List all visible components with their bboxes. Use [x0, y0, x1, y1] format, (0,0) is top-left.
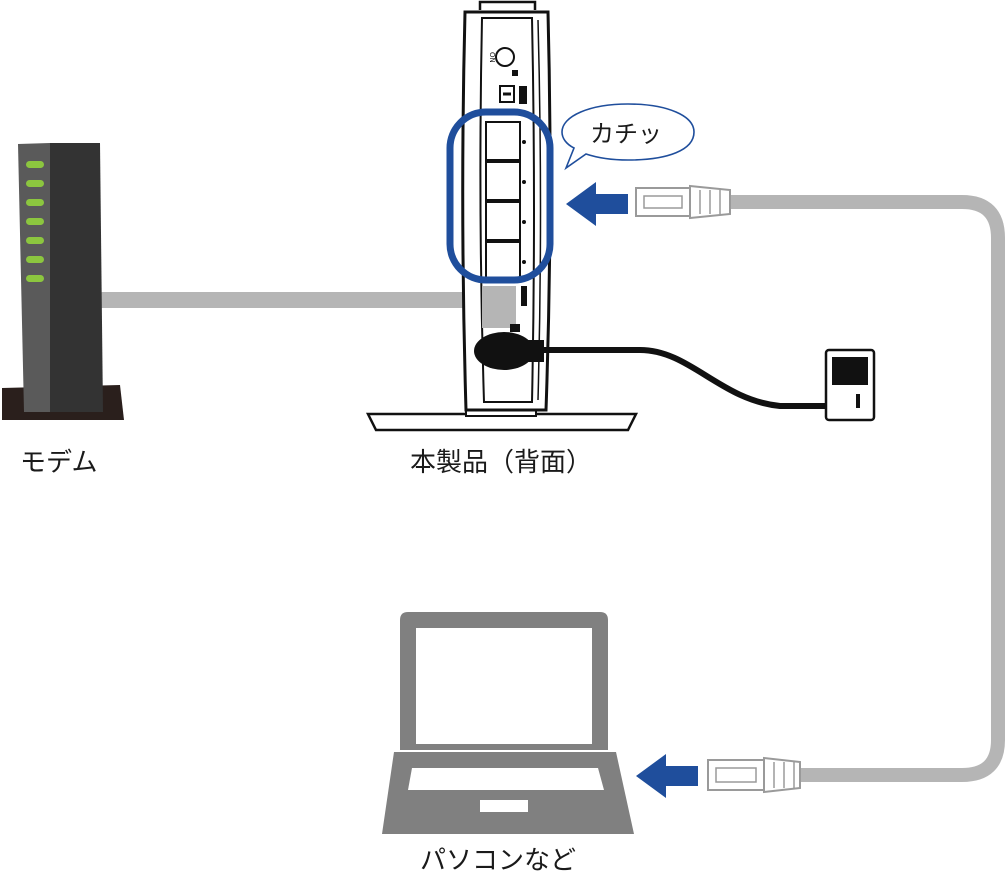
modem-leds	[26, 161, 44, 282]
lan-port-highlight	[446, 108, 554, 284]
modem-to-router-cable	[100, 292, 512, 308]
modem-label: モデム	[20, 448, 98, 478]
router-lan-ports	[485, 121, 526, 279]
laptop-arrow-left-icon	[636, 754, 698, 798]
router-label: 本製品（背面）	[410, 448, 593, 478]
router-arrow-left-icon	[566, 182, 628, 226]
bubble-text: カチッ	[590, 120, 662, 148]
power-outlet-icon	[824, 348, 876, 422]
modem-icon	[2, 143, 124, 420]
router-to-laptop-cable	[730, 195, 1005, 782]
power-cable	[474, 332, 853, 409]
pc-label: パソコンなど	[420, 846, 577, 876]
router-lan-plug	[635, 184, 731, 220]
laptop-lan-plug	[707, 756, 801, 794]
click-sound-bubble	[561, 103, 695, 171]
router-button	[495, 47, 515, 67]
svg-text:ON: ON	[488, 52, 496, 63]
router-stand	[365, 412, 639, 432]
laptop-icon	[382, 612, 634, 834]
